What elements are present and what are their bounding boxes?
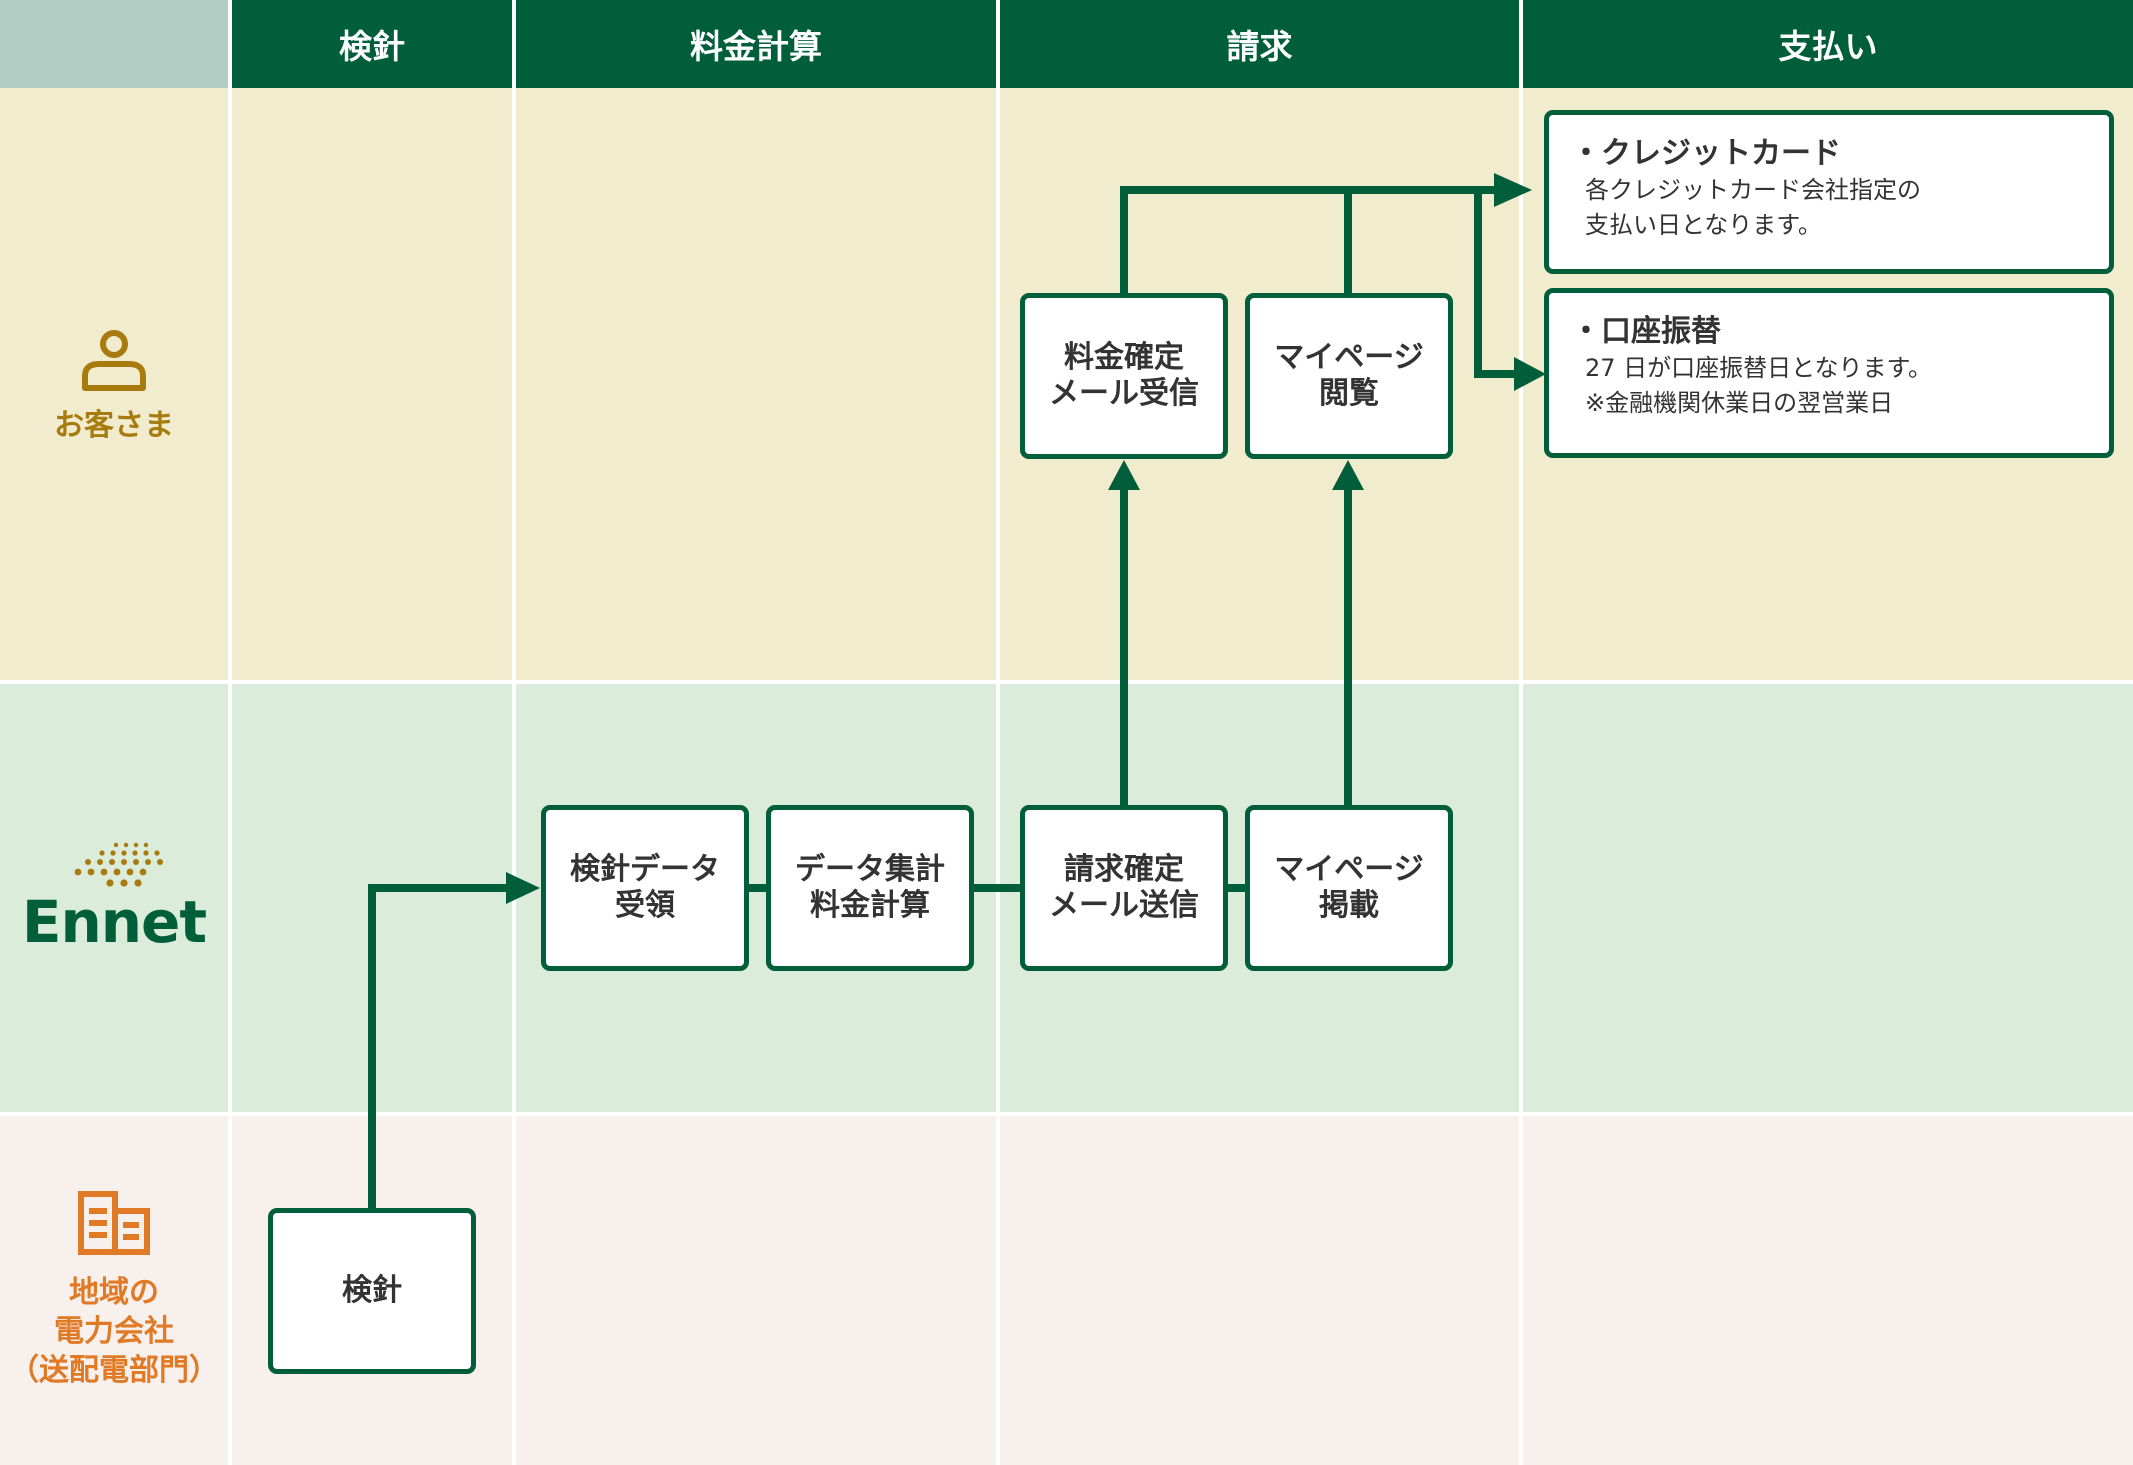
arrowhead — [1494, 173, 1532, 207]
payment-bank-transfer: ・口座振替 27 日が口座振替日となります。 ※金融機関休業日の翌営業日 — [1544, 288, 2114, 458]
lane-divider — [0, 680, 2133, 684]
column-divider — [996, 0, 1000, 1465]
payment-title: ・クレジットカード — [1571, 136, 1841, 171]
lane-divider — [0, 1112, 2133, 1116]
building-icon — [78, 1191, 150, 1255]
arrowhead — [1514, 357, 1546, 391]
lane-label-utility: 地域の 電力会社 （送配電部門） — [0, 1114, 228, 1465]
payment-description: 27 日が口座振替日となります。 ※金融機関休業日の翌営業日 — [1585, 354, 1933, 417]
node-mypage-view: マイページ 閲覧 — [1245, 293, 1453, 459]
payment-credit-card: ・クレジットカード 各クレジットカード会社指定の 支払い日となります。 — [1544, 110, 2114, 274]
person-icon — [82, 329, 146, 391]
lane-label-ennet: Ennet — [0, 682, 228, 1112]
column-header-payment: 支払い — [1523, 0, 2133, 88]
node-aggregate-calc: データ集計 料金計算 — [766, 805, 974, 971]
column-header-fee-calculation: 料金計算 — [516, 0, 996, 88]
column-divider — [1519, 0, 1523, 1465]
column-divider — [512, 0, 516, 1465]
node-receive-meter-data: 検針データ 受領 — [541, 805, 749, 971]
payment-title: ・口座振替 — [1571, 314, 1721, 349]
connector-to-credit-card — [1120, 186, 1494, 295]
arrowhead — [1332, 460, 1364, 490]
node-meter-reading: 検針 — [268, 1208, 476, 1374]
column-header-billing: 請求 — [1000, 0, 1519, 88]
column-header-meter-reading: 検針 — [232, 0, 512, 88]
ennet-logo: Ennet — [21, 888, 207, 956]
node-mypage-post: マイページ 掲載 — [1245, 805, 1453, 971]
connector-to-bank-transfer — [1474, 190, 1518, 378]
arrowhead — [1108, 460, 1140, 490]
lane-name: お客さま — [54, 407, 174, 443]
header-corner — [0, 0, 228, 88]
payment-description: 各クレジットカード会社指定の 支払い日となります。 — [1585, 176, 1921, 239]
node-invoice-email-send: 請求確定 メール送信 — [1020, 805, 1228, 971]
connector-meter-to-receive — [368, 884, 506, 1210]
arrowhead — [506, 872, 540, 904]
lane-label-customer: お客さま — [0, 88, 228, 680]
lane-name: 地域の 電力会社 （送配電部門） — [9, 1275, 219, 1388]
ennet-logo-dots — [74, 842, 163, 887]
column-divider — [228, 0, 232, 1465]
node-invoice-email-receive: 料金確定 メール受信 — [1020, 293, 1228, 459]
